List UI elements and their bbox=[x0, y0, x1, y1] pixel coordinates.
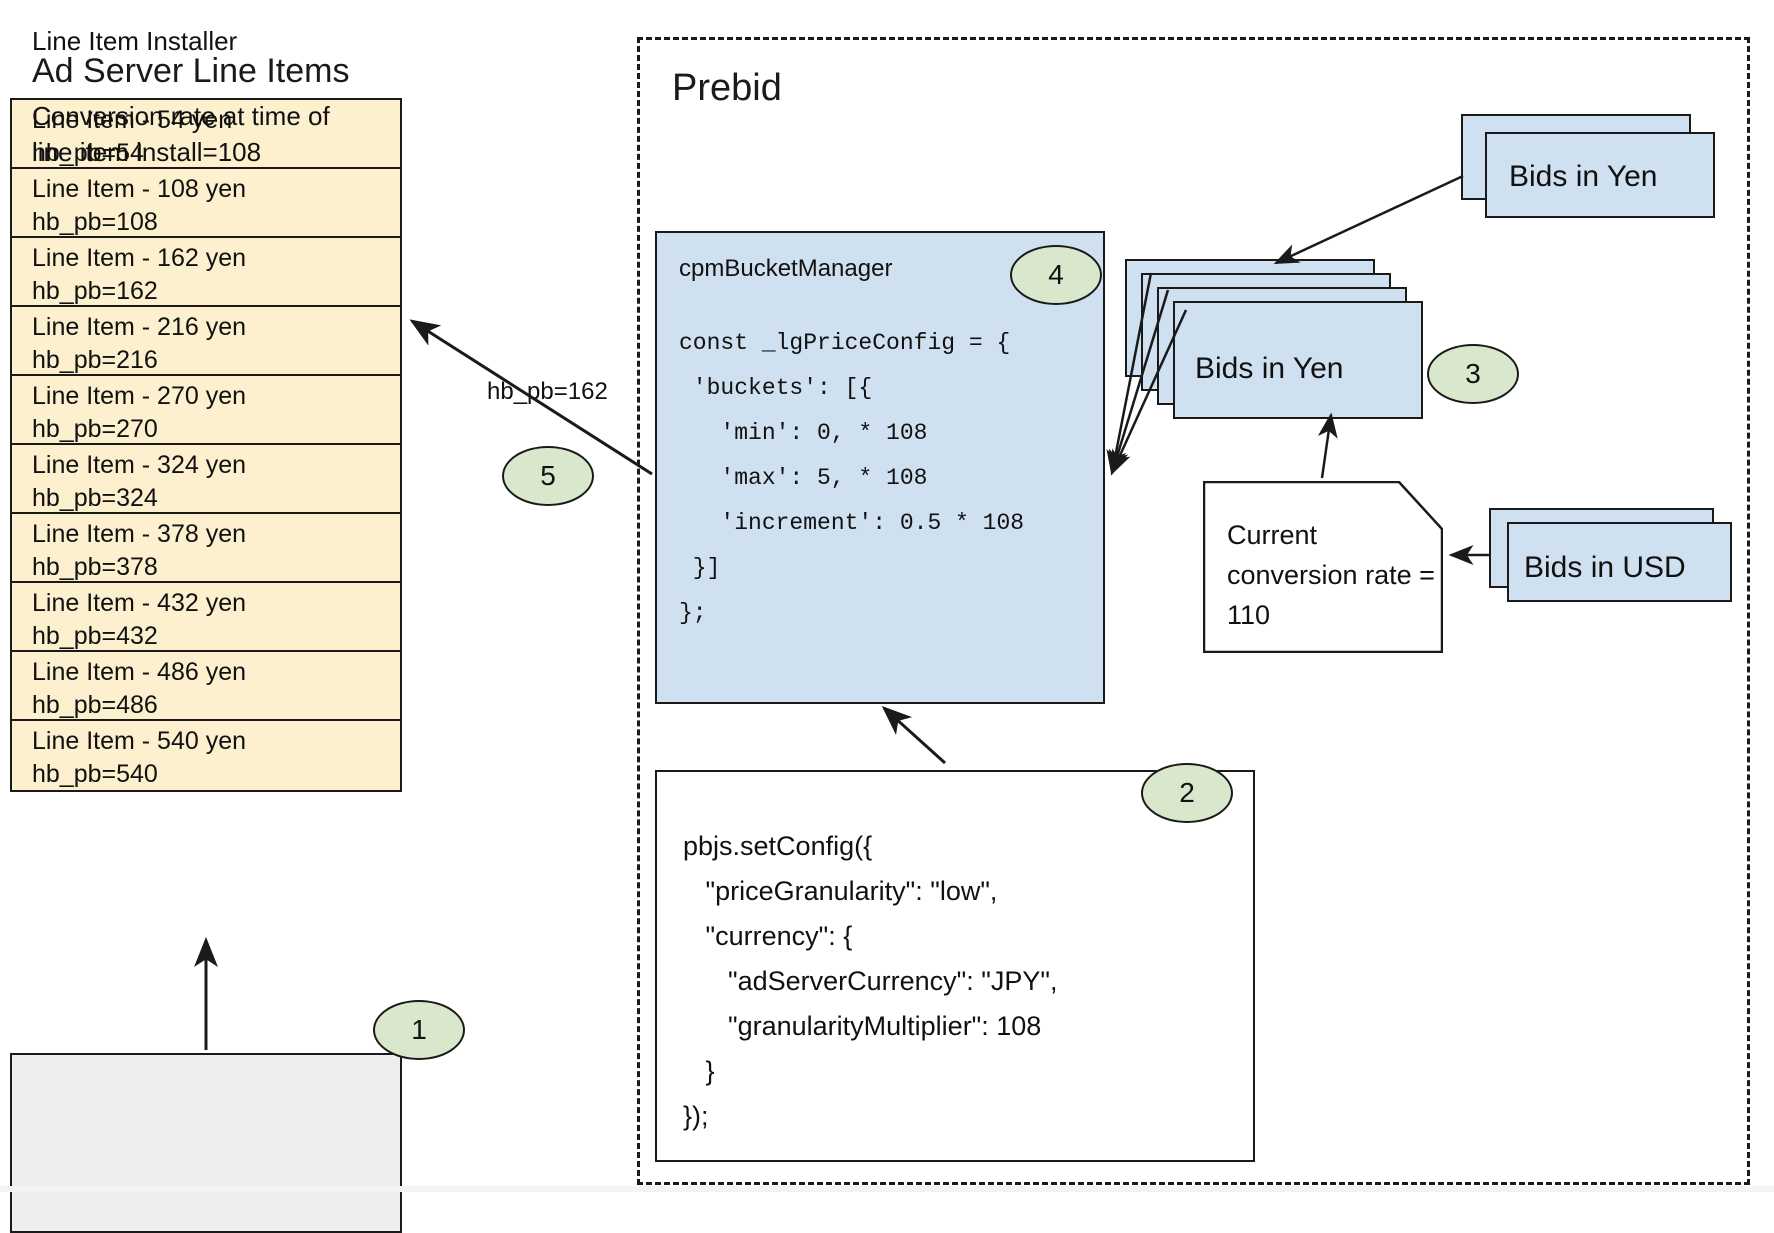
line-item-key: hb_pb=432 bbox=[32, 622, 158, 650]
line-item-name: Line Item - 378 yen bbox=[32, 520, 247, 548]
cpm-bucket-manager-box: cpmBucketManager const _lgPriceConfig = … bbox=[655, 231, 1105, 704]
bids-in-usd-label: Bids in USD bbox=[1524, 551, 1686, 584]
line-item-name: Line Item - 324 yen bbox=[32, 451, 247, 479]
set-config-box: pbjs.setConfig({ "priceGranularity": "lo… bbox=[655, 770, 1255, 1162]
bids-in-usd-card-front bbox=[1507, 522, 1732, 602]
step-badge-2: 2 bbox=[1141, 763, 1233, 823]
line-item-key: hb_pb=378 bbox=[32, 553, 158, 581]
bids-in-yen-top-stack[interactable] bbox=[1461, 114, 1731, 218]
prebid-boundary bbox=[637, 37, 1750, 1185]
line-item-row[interactable]: Line Item - 324 yen hb_pb=324 bbox=[12, 445, 400, 514]
bids-in-yen-top-label: Bids in Yen bbox=[1509, 160, 1658, 193]
conversion-rate-note-text: Current conversion rate = 110 bbox=[1227, 520, 1435, 630]
bids-in-yen-card-front bbox=[1173, 301, 1423, 419]
line-item-name: Line Item - 108 yen bbox=[32, 175, 247, 203]
bids-in-yen-top-card-front bbox=[1485, 132, 1715, 218]
prebid-title: Prebid bbox=[672, 67, 782, 109]
line-item-row[interactable]: Line Item - 162 yen hb_pb=162 bbox=[12, 238, 400, 307]
line-item-row[interactable]: Line Item - 108 yen hb_pb=108 bbox=[12, 169, 400, 238]
line-item-key: hb_pb=486 bbox=[32, 691, 158, 719]
step-badge-1: 1 bbox=[373, 1000, 465, 1060]
line-item-row[interactable]: Line Item - 54 yen hb_pb=54 bbox=[12, 100, 400, 169]
line-item-name: Line Item - 540 yen bbox=[32, 727, 247, 755]
line-item-row[interactable]: Line Item - 270 yen hb_pb=270 bbox=[12, 376, 400, 445]
line-item-name: Line Item - 486 yen bbox=[32, 658, 247, 686]
line-item-key: hb_pb=216 bbox=[32, 346, 158, 374]
line-item-list: Line Item - 54 yen hb_pb=54 Line Item - … bbox=[10, 98, 402, 792]
diagram-canvas: Ad Server Line Items Line Item - 54 yen … bbox=[0, 26, 1774, 1233]
cpm-bucket-manager-title: cpmBucketManager bbox=[679, 255, 893, 282]
line-item-row[interactable]: Line Item - 486 yen hb_pb=486 bbox=[12, 652, 400, 721]
step-badge-4: 4 bbox=[1010, 245, 1102, 305]
line-item-name: Line Item - 162 yen bbox=[32, 244, 247, 272]
conversion-rate-note-shape bbox=[1203, 481, 1443, 653]
line-item-key: hb_pb=54 bbox=[32, 139, 144, 167]
line-item-name: Line Item - 432 yen bbox=[32, 589, 247, 617]
bids-in-usd-stack[interactable] bbox=[1489, 508, 1744, 604]
line-item-key: hb_pb=540 bbox=[32, 760, 158, 788]
bottom-strip bbox=[0, 1186, 1774, 1192]
line-item-row[interactable]: Line Item - 378 yen hb_pb=378 bbox=[12, 514, 400, 583]
edge-label-hb-pb: hb_pb=162 bbox=[484, 378, 611, 406]
step-badge-5: 5 bbox=[502, 446, 594, 506]
bids-in-yen-stack-label: Bids in Yen bbox=[1195, 352, 1344, 385]
ad-server-line-items-title: Ad Server Line Items bbox=[32, 52, 350, 90]
bids-in-yen-stack[interactable] bbox=[1125, 259, 1425, 419]
line-item-installer-note: Conversion rate at time of line item ins… bbox=[32, 101, 330, 167]
line-item-key: hb_pb=324 bbox=[32, 484, 158, 512]
line-item-row[interactable]: Line Item - 216 yen hb_pb=216 bbox=[12, 307, 400, 376]
line-item-name: Line Item - 54 yen bbox=[32, 106, 233, 134]
line-item-key: hb_pb=162 bbox=[32, 277, 158, 305]
line-item-installer-box bbox=[10, 1053, 402, 1233]
line-item-key: hb_pb=270 bbox=[32, 415, 158, 443]
line-item-row[interactable]: Line Item - 432 yen hb_pb=432 bbox=[12, 583, 400, 652]
set-config-code: pbjs.setConfig({ "priceGranularity": "lo… bbox=[683, 831, 1058, 1131]
cpm-bucket-manager-code: const _lgPriceConfig = { 'buckets': [{ '… bbox=[679, 330, 1025, 626]
line-item-name: Line Item - 270 yen bbox=[32, 382, 247, 410]
step-badge-3: 3 bbox=[1427, 344, 1519, 404]
line-item-key: hb_pb=108 bbox=[32, 208, 158, 236]
line-item-installer-title: Line Item Installer bbox=[32, 26, 238, 56]
line-item-row[interactable]: Line Item - 540 yen hb_pb=540 bbox=[12, 721, 400, 790]
line-item-name: Line Item - 216 yen bbox=[32, 313, 247, 341]
